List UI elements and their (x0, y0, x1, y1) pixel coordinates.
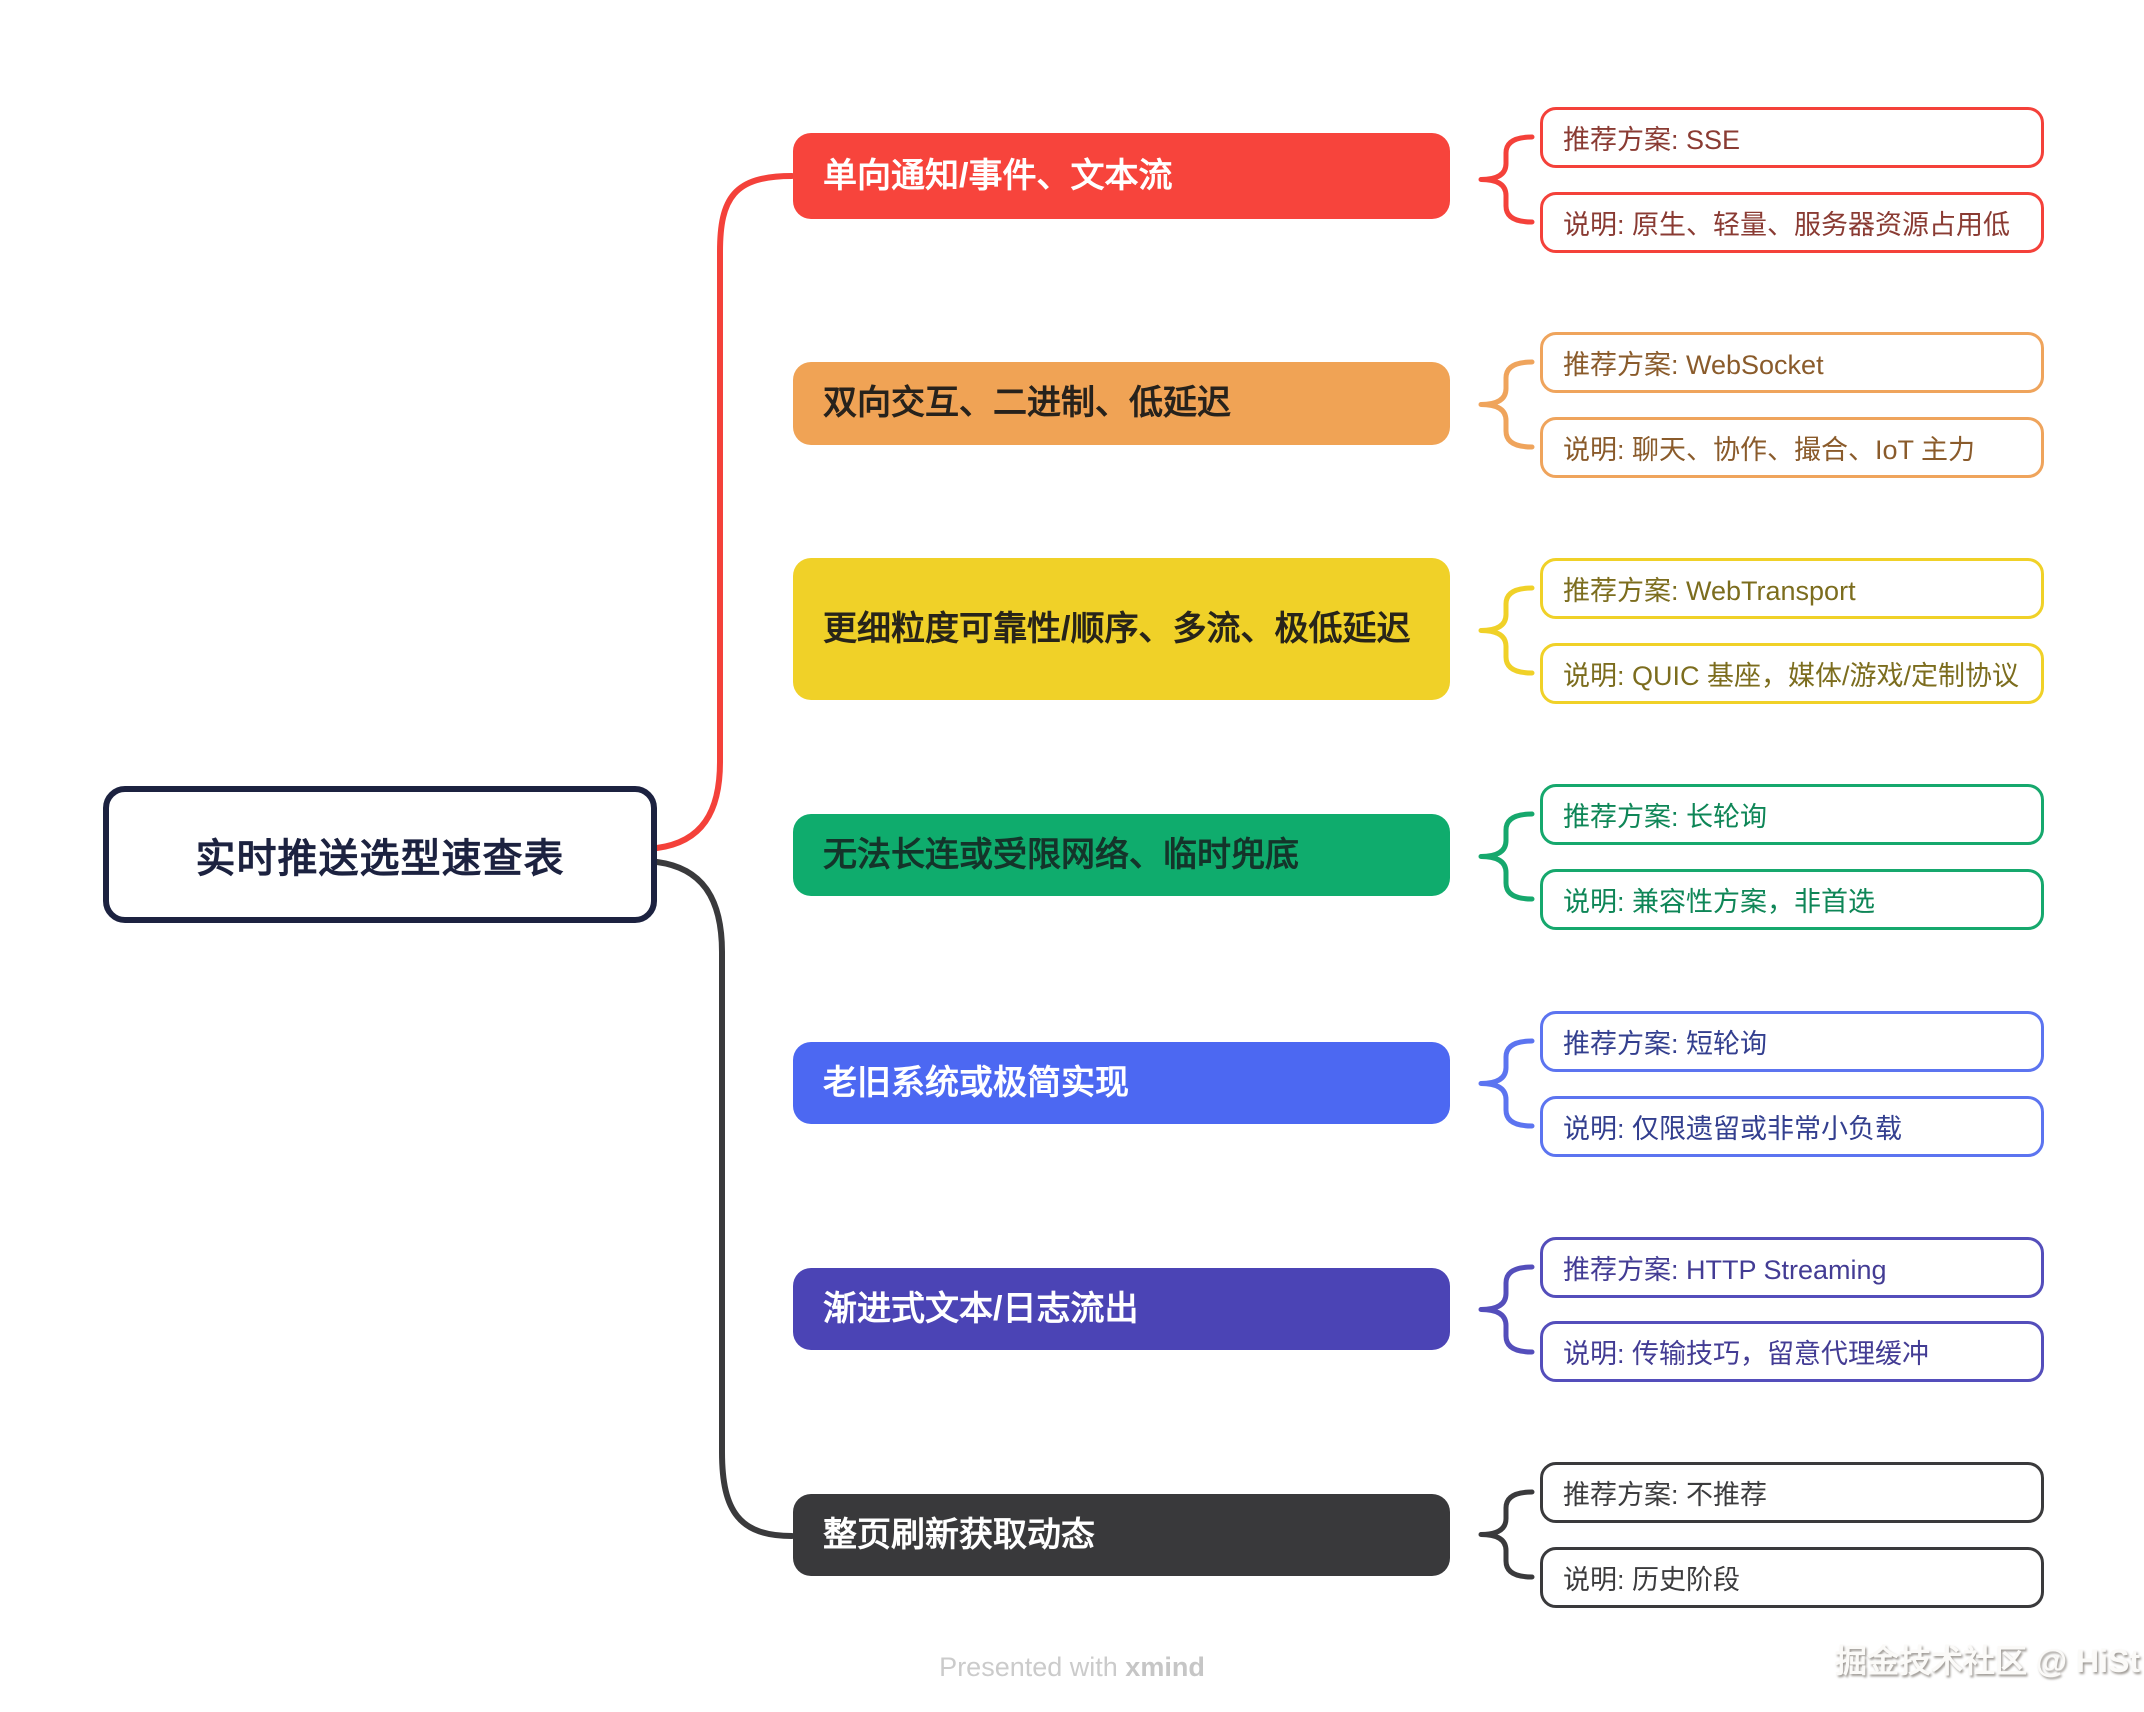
recommendation-label: 推荐方案: 短轮询 (1563, 1029, 1768, 1059)
credit-watermark: 掘金技术社区 @ HiSt (1835, 1643, 2140, 1679)
topic-label: 双向交互、二进制、低延迟 (823, 384, 1231, 423)
topic-unidirectional[interactable]: 单向通知/事件、文本流 (793, 133, 1450, 219)
xmind-watermark: Presented with xmind (939, 1652, 1205, 1683)
recommendation-not-recommended[interactable]: 推荐方案: 不推荐 (1540, 1462, 2044, 1523)
note-label: 说明: 历史阶段 (1563, 1565, 1741, 1595)
recommendation-label: 推荐方案: HTTP Streaming (1563, 1255, 1887, 1285)
root-topic-label: 实时推送选型速查表 (195, 836, 565, 881)
note-not-recommended[interactable]: 说明: 历史阶段 (1540, 1547, 2044, 1608)
note-long-polling[interactable]: 说明: 兼容性方案，非首选 (1540, 869, 2044, 930)
note-short-polling[interactable]: 说明: 仅限遗留或非常小负载 (1540, 1096, 2044, 1157)
presented-with-text: Presented with (939, 1652, 1118, 1682)
recommendation-short-polling[interactable]: 推荐方案: 短轮询 (1540, 1011, 2044, 1072)
root-topic[interactable]: 实时推送选型速查表 (103, 786, 657, 923)
topic-label: 老旧系统或极简实现 (823, 1063, 1129, 1102)
recommendation-label: 推荐方案: 长轮询 (1563, 802, 1768, 832)
recommendation-http-streaming[interactable]: 推荐方案: HTTP Streaming (1540, 1237, 2044, 1298)
topic-legacy-system[interactable]: 老旧系统或极简实现 (793, 1042, 1450, 1124)
root-branch-connector (654, 173, 795, 851)
topic-label: 更细粒度可靠性/顺序、多流、极低延迟 (823, 609, 1411, 648)
topic-progressive-stream[interactable]: 渐进式文本/日志流出 (793, 1268, 1450, 1350)
recommendation-long-polling[interactable]: 推荐方案: 长轮询 (1540, 784, 2044, 845)
recommendation-label: 推荐方案: WebTransport (1563, 576, 1856, 606)
note-label: 说明: 原生、轻量、服务器资源占用低 (1563, 210, 2011, 240)
note-websocket[interactable]: 说明: 聊天、协作、撮合、IoT 主力 (1540, 417, 2044, 478)
note-label: 说明: 传输技巧，留意代理缓冲 (1563, 1339, 1930, 1369)
brace-connector (1478, 359, 1535, 450)
brace-connector (1478, 1264, 1535, 1355)
brace-connector (1478, 811, 1535, 902)
recommendation-label: 推荐方案: WebSocket (1563, 350, 1824, 380)
note-webtransport[interactable]: 说明: QUIC 基座，媒体/游戏/定制协议 (1540, 643, 2044, 704)
topic-fine-grained[interactable]: 更细粒度可靠性/顺序、多流、极低延迟 (793, 558, 1450, 700)
note-label: 说明: 仅限遗留或非常小负载 (1563, 1114, 1903, 1144)
topic-bidirectional[interactable]: 双向交互、二进制、低延迟 (793, 362, 1450, 445)
xmind-brand-text: xmind (1125, 1652, 1205, 1682)
recommendation-sse[interactable]: 推荐方案: SSE (1540, 107, 2044, 168)
root-branch-connector (654, 859, 795, 1539)
note-label: 说明: QUIC 基座，媒体/游戏/定制协议 (1563, 661, 2020, 691)
topic-label: 单向通知/事件、文本流 (823, 156, 1173, 195)
topic-restricted-network[interactable]: 无法长连或受限网络、临时兜底 (793, 814, 1450, 896)
brace-connector (1478, 1489, 1535, 1580)
topic-label: 无法长连或受限网络、临时兜底 (823, 835, 1299, 874)
recommendation-label: 推荐方案: SSE (1563, 125, 1741, 155)
topic-full-page-refresh[interactable]: 整页刷新获取动态 (793, 1494, 1450, 1576)
note-label: 说明: 兼容性方案，非首选 (1563, 887, 1876, 917)
topic-label: 渐进式文本/日志流出 (823, 1289, 1139, 1328)
recommendation-webtransport[interactable]: 推荐方案: WebTransport (1540, 558, 2044, 619)
topic-label: 整页刷新获取动态 (823, 1515, 1095, 1554)
recommendation-websocket[interactable]: 推荐方案: WebSocket (1540, 332, 2044, 393)
recommendation-label: 推荐方案: 不推荐 (1563, 1480, 1768, 1510)
brace-connector (1478, 585, 1535, 676)
note-http-streaming[interactable]: 说明: 传输技巧，留意代理缓冲 (1540, 1321, 2044, 1382)
note-sse[interactable]: 说明: 原生、轻量、服务器资源占用低 (1540, 192, 2044, 253)
brace-connector (1478, 134, 1535, 225)
note-label: 说明: 聊天、协作、撮合、IoT 主力 (1563, 435, 1976, 465)
brace-connector (1478, 1038, 1535, 1129)
